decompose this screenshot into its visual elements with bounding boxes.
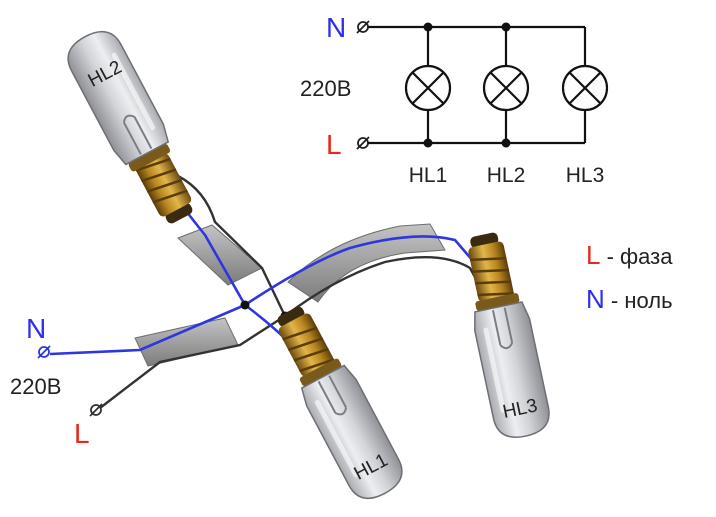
legend-neutral-desc: - ноль: [605, 288, 673, 313]
schematic-lamp-label-hl1: HL1: [409, 164, 448, 187]
legend-neutral: N - ноль: [586, 284, 673, 314]
legend-neutral-key: N: [586, 284, 605, 314]
junction-neutral: [240, 300, 250, 310]
bulb-hl2: HL2: [60, 24, 206, 232]
supply-voltage-label: 220В: [10, 374, 61, 399]
wiring-illustration: N 220В L HL2 HL3 HL1: [10, 24, 553, 507]
terminal-l: [356, 136, 370, 150]
bulb-hl3: HL3: [456, 229, 554, 442]
schematic-lamp-label-hl2: HL2: [487, 164, 526, 187]
schematic-voltage-label: 220В: [300, 76, 351, 101]
lamp-symbol-hl1: [404, 64, 452, 112]
schematic: N 220В L: [300, 12, 609, 187]
lamp-symbol-hl3: [561, 64, 609, 112]
supply-l-label: L: [74, 418, 90, 449]
legend-phase: L - фаза: [586, 240, 673, 270]
legend: L - фаза N - ноль: [586, 240, 673, 314]
supply-phase-wire: [99, 314, 286, 409]
insulation-tape-supply: [134, 317, 239, 367]
schematic-l-label: L: [326, 129, 342, 160]
hl2-phase-wire: [177, 174, 287, 317]
supply-terminal-l: [89, 403, 103, 417]
legend-phase-desc: - фаза: [600, 244, 673, 269]
supply-neutral-wire: [49, 303, 246, 356]
bulb-hl1: HL1: [263, 298, 409, 506]
terminal-n: [356, 20, 370, 34]
hl3-phase-wire: [284, 256, 484, 317]
schematic-lamp-label-hl3: HL3: [566, 164, 605, 187]
hl3-neutral-wire: [244, 235, 486, 307]
lamp-symbol-hl2: [482, 64, 530, 112]
supply-n-label: N: [26, 313, 46, 344]
supply-terminal-n: [37, 345, 51, 359]
schematic-n-label: N: [326, 12, 346, 43]
legend-phase-key: L: [586, 240, 600, 270]
